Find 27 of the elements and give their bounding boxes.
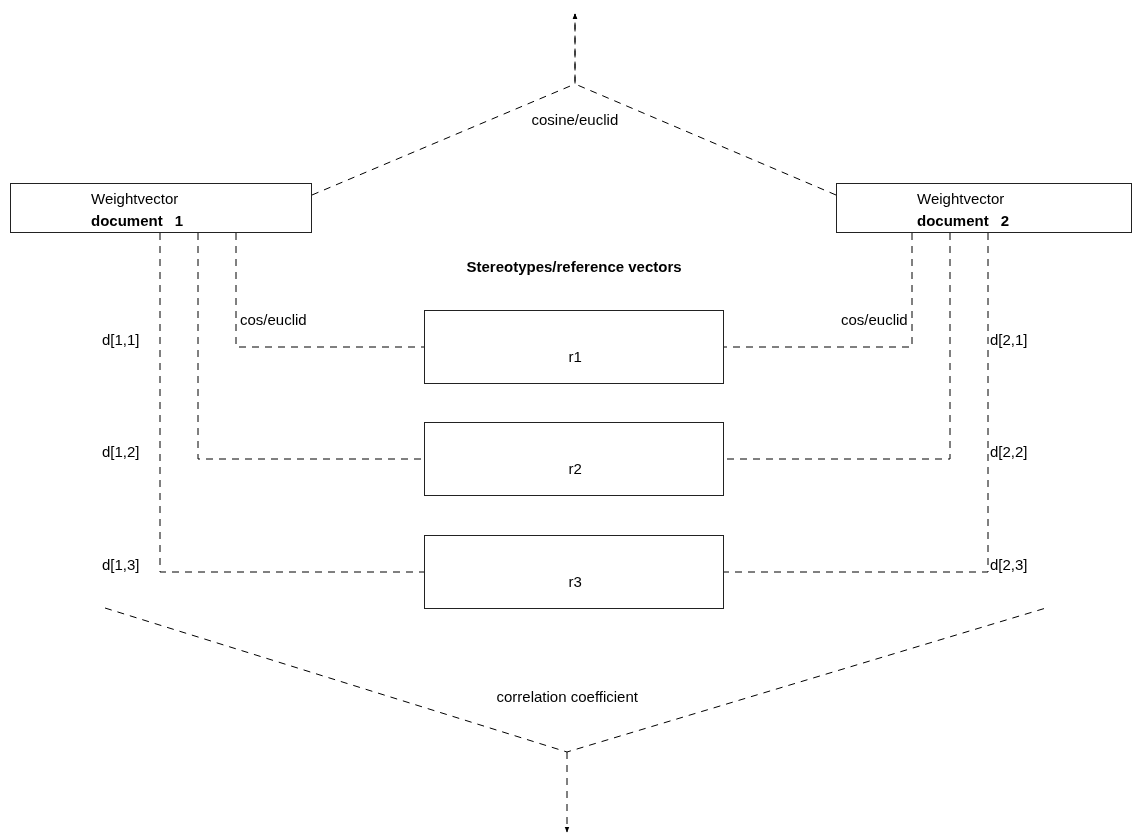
vector-box [424, 422, 724, 496]
connector-note: cos/euclid [240, 311, 307, 329]
box-label: document 2 [917, 212, 1010, 230]
distance-label: d[2,1] [990, 331, 1028, 349]
box-label: document 1 [91, 212, 184, 230]
distance-label: d[2,3] [990, 556, 1028, 574]
vector-box [424, 310, 724, 384]
dashed-connector [723, 232, 913, 348]
vector-box [836, 183, 1132, 233]
dashed-arrow [572, 13, 837, 196]
distance-label: d[1,3] [102, 556, 140, 574]
box-label: r3 [568, 573, 582, 591]
section-heading: Stereotypes/reference vectors [466, 258, 682, 276]
distance-label: d[1,2] [102, 443, 140, 461]
box-label: r2 [568, 460, 582, 478]
distance-label: d[1,1] [102, 331, 140, 349]
dashed-connector [723, 232, 989, 573]
box-heading: Weightvector [91, 190, 179, 208]
box-label: r1 [568, 348, 582, 366]
vector-box [10, 183, 312, 233]
dashed-connector [235, 232, 425, 348]
connector-note: cos/euclid [841, 311, 908, 329]
connector-note: correlation coefficient [496, 688, 638, 706]
vector-box [424, 535, 724, 609]
box-heading: Weightvector [917, 190, 1005, 208]
dashed-connector [159, 232, 425, 573]
distance-label: d[2,2] [990, 443, 1028, 461]
